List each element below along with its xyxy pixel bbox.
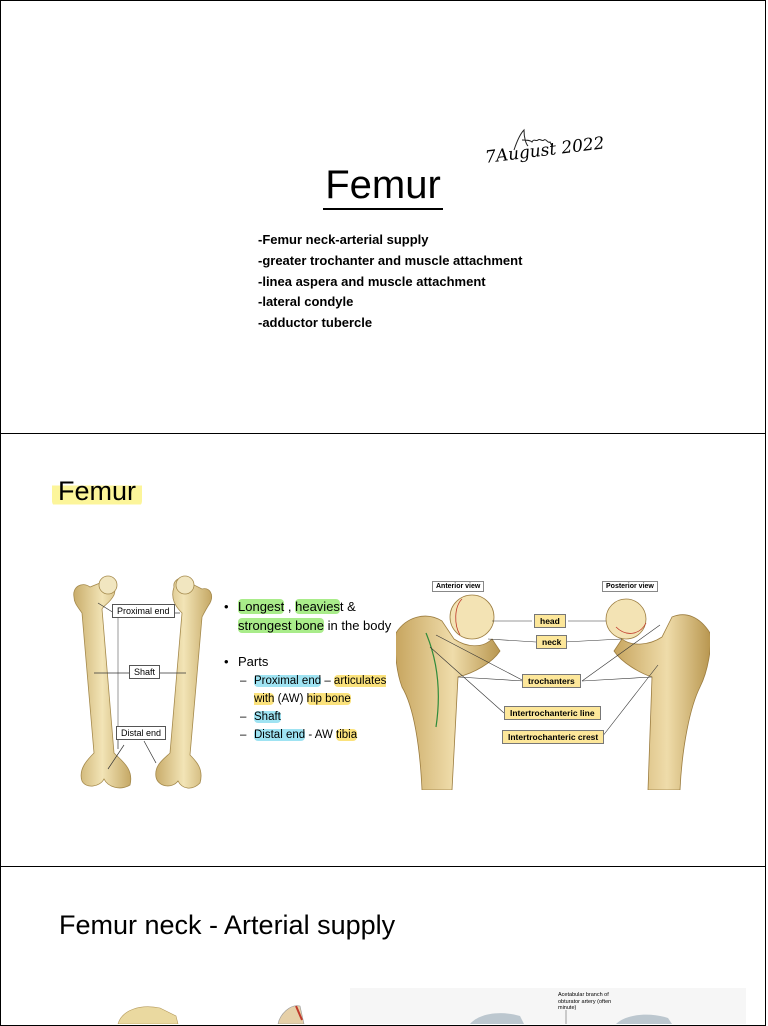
handwritten-signature: 7August 2022 — [482, 128, 606, 184]
label-intertrochanteric-crest: Intertrochanteric crest — [502, 730, 605, 744]
callout-proximal-end: Proximal end — [112, 604, 175, 618]
topic-item: -Femur neck-arterial supply — [258, 232, 429, 247]
callout-distal-end: Distal end — [116, 726, 167, 740]
label-neck: neck — [536, 635, 568, 649]
femur-proximal-illustration — [396, 594, 710, 790]
arterial-supply-illustration — [117, 988, 746, 1024]
topic-item: -lateral condyle — [258, 294, 354, 310]
sub-bullet-distal: Distal end - AW tibia — [222, 726, 392, 744]
signature-scribble — [513, 128, 553, 151]
slide-2-title: Femur — [52, 476, 143, 507]
bullet-parts: Parts — [222, 653, 392, 672]
sub-bullet-proximal: Proximal end – articulates with (AW) hip… — [222, 672, 392, 708]
slide-3-title: Femur neck - Arterial supply — [59, 910, 396, 940]
label-intertrochanteric-line: Intertrochanteric line — [504, 706, 601, 720]
femur-pair-illustration — [73, 575, 212, 789]
topic-item: -linea aspera and muscle attachment — [258, 273, 486, 289]
topic-list: -Femur neck-arterial supply -greater tro… — [258, 230, 522, 334]
diagram-caption: Acetabular branch of obturator artery (o… — [558, 992, 612, 1011]
sub-bullet-shaft: Shaft — [222, 708, 392, 726]
slide-1 — [0, 0, 766, 434]
topic-item: -greater trochanter and muscle attachmen… — [258, 252, 523, 268]
femur-views-diagram: Anterior view Posterior view head neck t… — [396, 577, 710, 790]
slide-1-title: Femur — [0, 162, 766, 210]
femur-bullets: Longest , heaviest & strongest bone in t… — [222, 598, 392, 744]
bullet-longest: Longest , heaviest & strongest bone in t… — [222, 598, 392, 635]
topic-item: -adductor tubercle — [258, 315, 373, 331]
anterior-view-label: Anterior view — [432, 581, 485, 592]
label-head: head — [534, 614, 566, 628]
femur-parts-diagram: Proximal end Shaft Distal end — [64, 573, 218, 791]
label-trochanters: trochanters — [522, 674, 581, 688]
posterior-view-label: Posterior view — [602, 581, 658, 592]
callout-shaft: Shaft — [129, 665, 161, 679]
